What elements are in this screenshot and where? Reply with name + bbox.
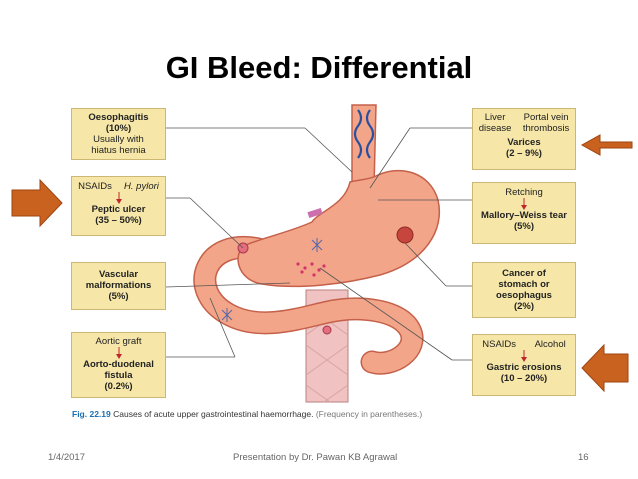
oesophagus-illustration [351, 104, 377, 189]
caption-note: (Frequency in parentheses.) [315, 409, 423, 419]
cancer-title2: stomach or [498, 279, 550, 290]
peptic-freq: (35 – 50%) [95, 215, 142, 226]
varices-title: Varices [507, 137, 541, 148]
erosions-freq: (10 – 20%) [500, 373, 548, 384]
aortic-freq: (0.2%) [104, 381, 133, 392]
cancer-title3: oesophagus [496, 290, 552, 301]
oesophagitis-box: Oesophagitis (10%) Usually with hiatus h… [71, 108, 166, 160]
vascular-title2: malformations [85, 280, 152, 291]
arrow-down-icon [72, 347, 165, 359]
aortic-title1: Aorto-duodenal [83, 359, 154, 370]
erosions-cause-alcohol: Alcohol [534, 339, 566, 350]
erosions-title: Gastric erosions [486, 362, 562, 373]
tear-lesion [307, 207, 323, 219]
cancer-box: Cancer of stomach or oesophagus (2%) [472, 262, 576, 318]
oesophagitis-note2: hiatus hernia [91, 145, 146, 156]
figure-caption: Fig. 22.19 Causes of acute upper gastroi… [72, 409, 422, 419]
mallory-freq: (5%) [513, 221, 535, 232]
erosions-cause-nsaids: NSAIDs [482, 339, 517, 350]
varices-cause2a: Portal vein [523, 112, 569, 123]
gastric-erosions-box: NSAIDs Alcohol Gastric erosions (10 – 20… [472, 334, 576, 396]
highlight-arrow-icon [580, 134, 633, 156]
aortic-title2: fistula [104, 370, 133, 381]
peptic-ulcer-box: NSAIDs H. pylori Peptic ulcer (35 – 50%) [71, 176, 166, 236]
peptic-cause-hpylori: H. pylori [124, 181, 159, 192]
mallory-title: Mallory–Weiss tear [481, 210, 567, 221]
varices-freq: (2 – 9%) [506, 148, 542, 159]
varices-cause2b: thrombosis [522, 123, 570, 134]
varices-cause1a: Liver [484, 112, 506, 123]
vascular-freq: (5%) [108, 291, 129, 302]
oesophagitis-note1: Usually with [93, 134, 144, 145]
highlight-arrow-icon [11, 178, 63, 228]
aortic-cause: Aortic graft [95, 336, 142, 347]
arrow-down-icon [473, 198, 575, 210]
arrow-down-icon [473, 350, 575, 362]
peptic-title: Peptic ulcer [91, 204, 146, 215]
arrow-down-icon [72, 192, 165, 204]
footer-date: 1/4/2017 [48, 452, 85, 463]
oesophagitis-freq: (10%) [105, 123, 132, 134]
erosions-lesion [296, 262, 326, 277]
vascular-title1: Vascular [98, 269, 139, 280]
highlight-arrow-icon [581, 343, 629, 393]
duodenum-illustration [194, 237, 422, 374]
oesophagitis-title: Oesophagitis [88, 112, 149, 123]
slide-title: GI Bleed: Differential [165, 50, 473, 85]
caption-number: Fig. 22.19 [72, 409, 111, 419]
footer-presenter: Presentation by Dr. Pawan KB Agrawal [233, 452, 398, 463]
varices-cause1b: disease [478, 123, 512, 134]
cancer-lesion [396, 226, 414, 244]
cancer-freq: (2%) [513, 301, 535, 312]
aortic-box: Aortic graft Aorto-duodenal fistula (0.2… [71, 332, 166, 398]
caption-text: Causes of acute upper gastrointestinal h… [113, 409, 314, 419]
footer-page-number: 16 [578, 452, 589, 463]
cancer-title1: Cancer of [502, 268, 546, 279]
peptic-cause-nsaids: NSAIDs [78, 181, 112, 192]
stomach-illustration [237, 169, 440, 288]
mallory-weiss-box: Retching Mallory–Weiss tear (5%) [472, 182, 576, 244]
mallory-cause: Retching [505, 187, 543, 198]
vascular-box: Vascular malformations (5%) [71, 262, 166, 310]
